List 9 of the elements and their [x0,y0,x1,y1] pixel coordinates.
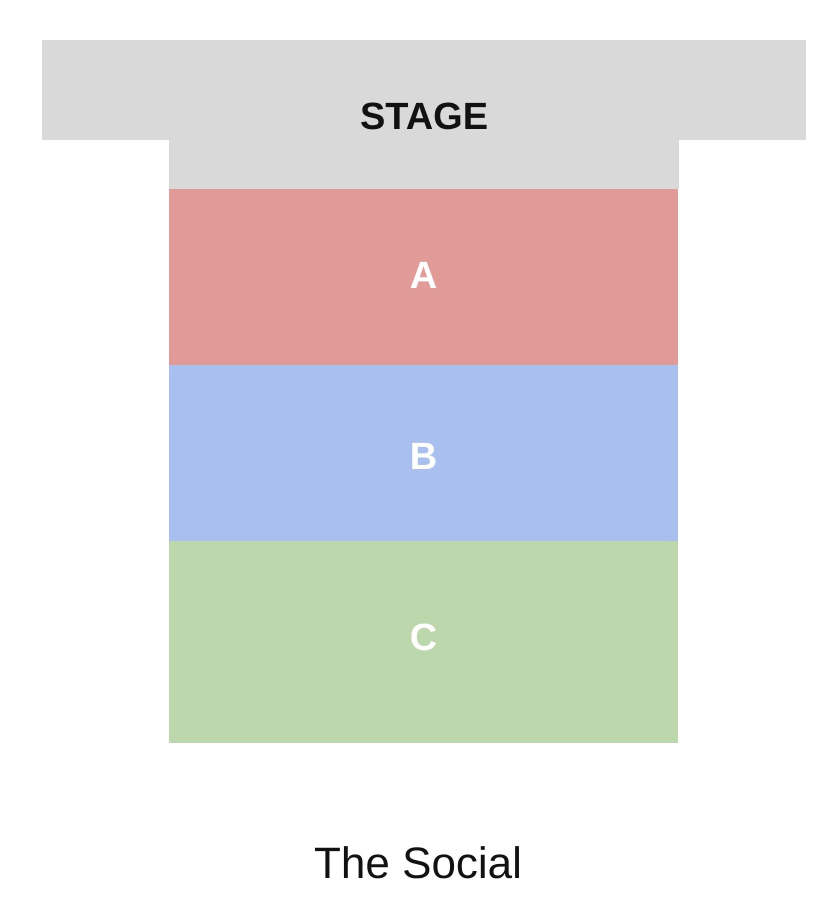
section-label: STAGE [360,98,488,136]
venue-caption: The Social [314,842,522,886]
stage-area [42,40,806,189]
seating-section [169,365,678,541]
seating-section [169,189,678,365]
section-label: C [410,619,438,657]
section-label: A [410,257,438,295]
seating-section [169,541,678,743]
section-label: B [410,438,438,476]
